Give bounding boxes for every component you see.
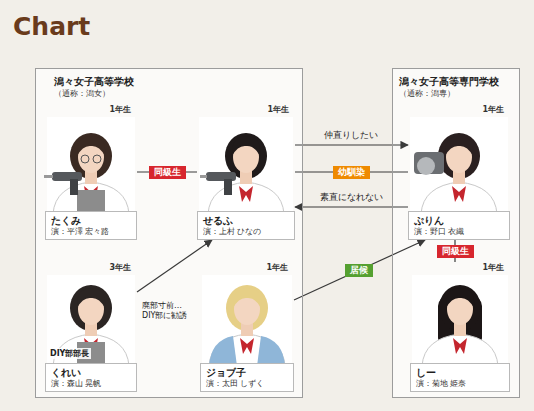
- relation-label: 仲直りしたい: [322, 130, 380, 141]
- school-fill: [392, 68, 520, 398]
- actor-name: 演：平澤 宏々路: [51, 227, 131, 236]
- photo-frame: [47, 117, 135, 214]
- person-figure: [209, 285, 285, 366]
- character-card: 1年生しー演：菊地 姫奈: [410, 262, 510, 392]
- character-name: ぷりん: [414, 215, 504, 227]
- name-plate: しー演：菊地 姫奈: [410, 363, 510, 392]
- grade-label: 1年生: [266, 262, 288, 273]
- grade-label: 1年生: [267, 104, 289, 115]
- actor-name: 演：菊地 姫奈: [416, 379, 504, 388]
- glasses: [93, 155, 101, 163]
- character-name: たくみ: [51, 215, 131, 227]
- school-name: 潟々女子高等学校: [54, 76, 302, 89]
- character-card: 1年生ぷりん演：野口 衣織: [408, 104, 510, 240]
- chart-title: Chart: [13, 12, 90, 41]
- actor-name: 演：太田 しずく: [206, 379, 288, 388]
- drill-grip: [70, 179, 78, 195]
- school-group: 潟々女子高等専門学校（通称：潟専）1年生ぷりん演：野口 衣織1年生しー演：菊地 …: [392, 68, 520, 398]
- school-nickname: （通称：潟女）: [54, 89, 302, 99]
- drill: [200, 172, 236, 195]
- relation-arrow: [137, 240, 212, 292]
- school-heading: 潟々女子高等学校（通称：潟女）: [36, 69, 302, 98]
- circular-saw: [414, 152, 444, 175]
- school-fill: [35, 68, 303, 398]
- grade-label: 1年生: [109, 104, 131, 115]
- relation-badge: 幼馴染: [333, 166, 370, 179]
- grade-label: 3年生: [109, 262, 131, 273]
- relation-badge: 同級生: [149, 166, 186, 179]
- character-name: ジョブ子: [206, 367, 288, 379]
- relation-badge: 同級生: [437, 245, 474, 258]
- photo-frame: [412, 275, 508, 366]
- drill-bit: [44, 175, 53, 178]
- drill-grip: [224, 179, 232, 195]
- saw-blade: [417, 157, 435, 175]
- character-card: 1年生せるふ演：上村 ひなの: [197, 104, 295, 240]
- saw-body: [414, 152, 444, 174]
- actor-name: 演：上村 ひなの: [203, 227, 289, 236]
- grade-label: 1年生: [482, 104, 504, 115]
- character-name: くれい: [51, 367, 131, 379]
- role-label: DIY部部長: [48, 348, 91, 359]
- jacket: [209, 336, 237, 366]
- character-card: 1年生たくみ演：平澤 宏々路: [45, 104, 137, 240]
- school-nickname: （通称：潟専）: [399, 89, 519, 99]
- photo-frame: [410, 117, 508, 214]
- relation-badge: 居候: [345, 264, 373, 277]
- character-card: 1年生ジョブ子演：太田 しずく: [200, 262, 294, 392]
- drill: [44, 172, 82, 195]
- relation-label: 廃部寸前… DIY部に勧誘: [140, 301, 198, 320]
- school-group: 潟々女子高等学校（通称：潟女）1年生たくみ演：平澤 宏々路1年生せるふ演：上村 …: [35, 68, 303, 398]
- photo-frame: [202, 275, 292, 366]
- name-plate: ジョブ子演：太田 しずく: [200, 363, 294, 392]
- school-heading: 潟々女子高等専門学校（通称：潟専）: [393, 69, 519, 98]
- person-figure: [422, 285, 498, 366]
- glasses: [81, 155, 89, 163]
- person-figure: [53, 133, 129, 214]
- relation-arrow: [294, 240, 425, 300]
- photo-frame: [47, 275, 135, 366]
- grade-label: 1年生: [482, 262, 504, 273]
- name-plate: ぷりん演：野口 衣織: [408, 211, 510, 240]
- jacket: [257, 336, 285, 366]
- name-plate: たくみ演：平澤 宏々路: [45, 211, 137, 240]
- school-name: 潟々女子高等専門学校: [399, 76, 519, 89]
- actor-name: 演：森山 晃帆: [51, 379, 131, 388]
- relation-label: 素直になれない: [318, 192, 385, 203]
- actor-name: 演：野口 衣織: [414, 227, 504, 236]
- character-name: せるふ: [203, 215, 289, 227]
- name-plate: くれい演：森山 晃帆: [45, 363, 137, 392]
- character-card: 3年生 DIY部部長くれい演：森山 晃帆: [45, 262, 137, 392]
- photo-frame: [199, 117, 293, 214]
- name-plate: せるふ演：上村 ひなの: [197, 211, 295, 240]
- character-name: しー: [416, 367, 504, 379]
- drill-bit: [200, 175, 207, 178]
